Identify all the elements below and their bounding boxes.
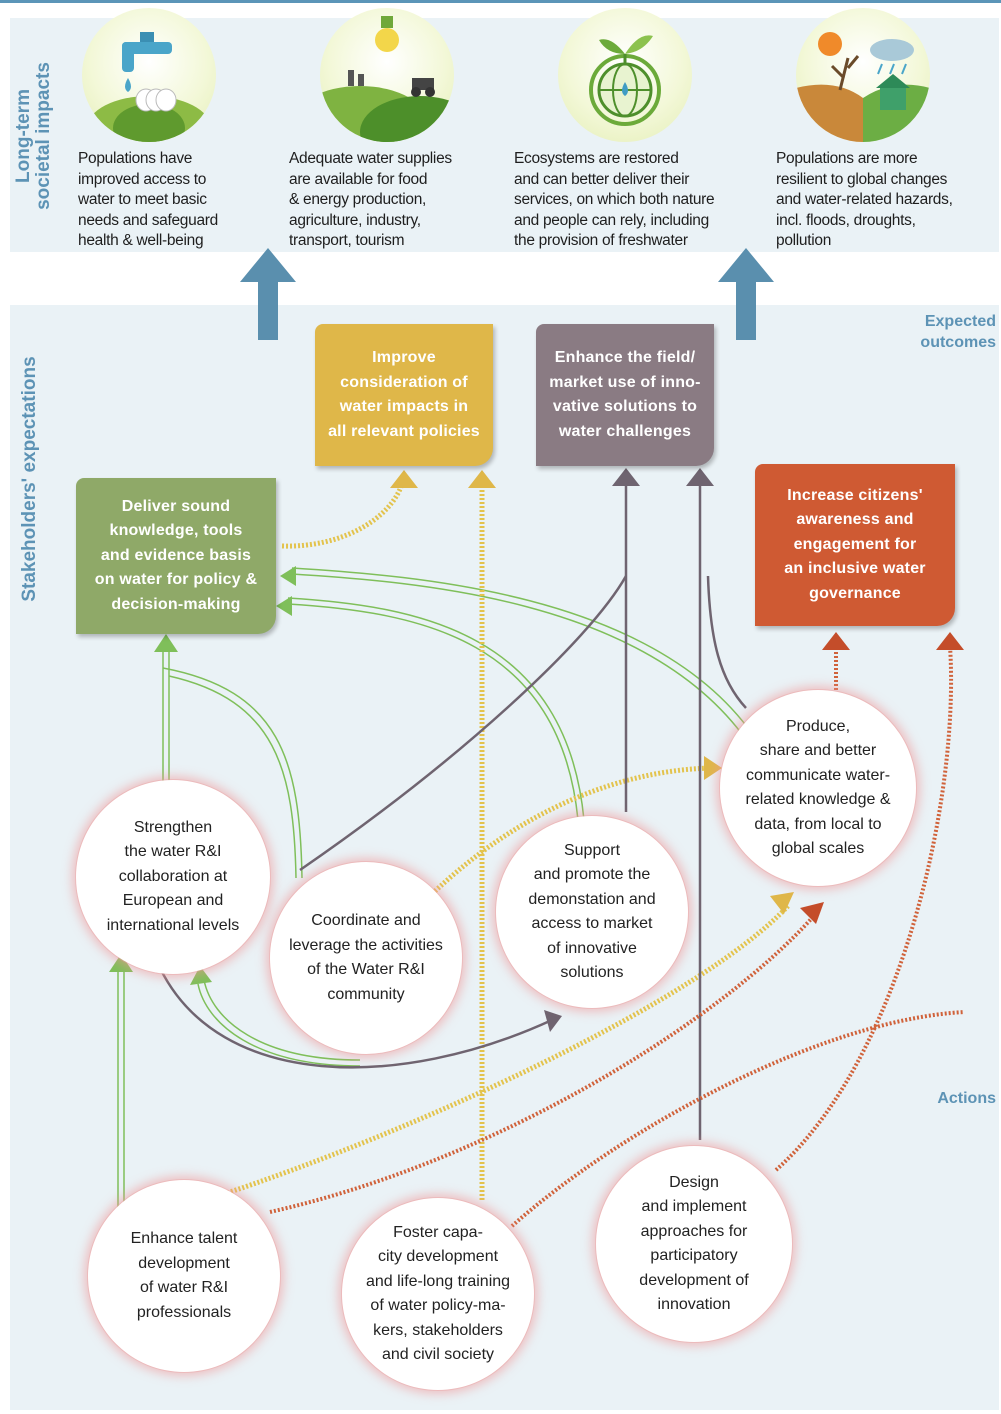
action-foster-capacity: Foster capa- city development and life-l…	[342, 1198, 534, 1390]
action-text: Enhance talent development of water R&I …	[130, 1230, 238, 1321]
outcome-deliver-knowledge: Deliver sound knowledge, tools and evide…	[76, 478, 276, 634]
impact-text: Populations have improved access to wate…	[78, 150, 218, 249]
action-text: Coordinate and leverage the activities o…	[289, 912, 443, 1003]
farm-energy-icon	[320, 8, 454, 142]
action-design-participatory: Design and implement approaches for part…	[596, 1146, 792, 1342]
impact-text: Ecosystems are restored and can better d…	[514, 150, 715, 249]
outcome-increase-awareness: Increase citizens' awareness and engagem…	[755, 464, 955, 626]
action-enhance-talent: Enhance talent development of water R&I …	[88, 1180, 280, 1372]
top-rule	[0, 0, 1001, 3]
action-coordinate-community: Coordinate and leverage the activities o…	[270, 862, 462, 1054]
action-text: Strengthen the water R&I collaboration a…	[106, 818, 240, 934]
outcome-text: Improve consideration of water impacts i…	[328, 349, 480, 440]
water-tap-icon	[82, 8, 216, 142]
outcome-improve-policies: Improve consideration of water impacts i…	[315, 324, 493, 466]
long-term-label: Long-term societal impacts	[13, 62, 54, 210]
action-produce-share-knowledge: Produce, share and better communicate wa…	[720, 690, 916, 886]
climate-hazard-icon	[796, 8, 930, 142]
impact-text: Populations are more resilient to global…	[776, 150, 953, 249]
action-text: Foster capa- city development and life-l…	[365, 1223, 511, 1364]
outcome-text: Enhance the field/ market use of inno- v…	[549, 349, 701, 440]
action-strengthen-collaboration: Strengthen the water R&I collaboration a…	[76, 780, 270, 974]
stakeholders-label: Stakeholders' expectations	[19, 356, 40, 602]
actions-label: Actions	[937, 1090, 996, 1107]
outcome-enhance-market-use: Enhance the field/ market use of inno- v…	[536, 324, 714, 466]
impact-text: Adequate water supplies are available fo…	[289, 150, 452, 249]
action-text: Support and promote the demonstation and…	[528, 841, 656, 982]
outcome-text: Increase citizens' awareness and engagem…	[784, 486, 926, 602]
ecosystem-globe-icon	[558, 8, 692, 142]
outcome-text: Deliver sound knowledge, tools and evide…	[94, 497, 258, 613]
action-text: Design and implement approaches for part…	[639, 1173, 749, 1314]
expected-outcomes-label: Expected outcomes	[920, 313, 996, 351]
action-text: Produce, share and better communicate wa…	[745, 717, 891, 858]
action-support-demonstration: Support and promote the demonstation and…	[496, 816, 688, 1008]
